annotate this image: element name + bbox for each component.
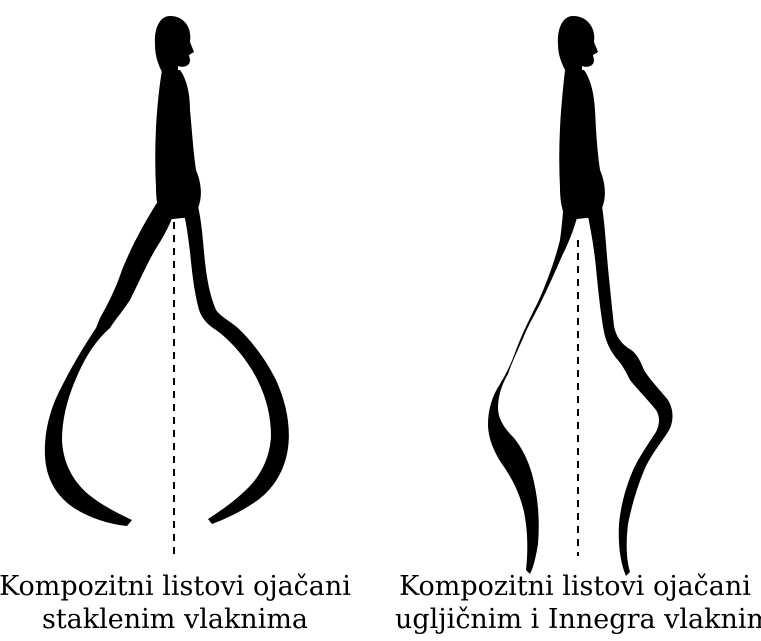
caption-carbon-innegra-line-2: ugljičnim i Innegra vlaknima — [395, 603, 755, 636]
right-silhouette-group — [488, 16, 673, 576]
left-blade-left — [45, 198, 176, 526]
caption-carbon-innegra-fiber: Kompozitni listovi ojačani ugljičnim i I… — [395, 570, 755, 636]
right-athlete-body — [559, 70, 605, 220]
right-athlete-head — [558, 16, 598, 72]
left-blade-right — [182, 206, 289, 524]
caption-glass-fiber-line-1: Kompozitni listovi ojačani — [0, 570, 355, 603]
caption-glass-fiber: Kompozitni listovi ojačani staklenim vla… — [0, 570, 355, 636]
left-silhouette-group — [45, 16, 289, 526]
left-athlete-body — [155, 70, 201, 220]
right-blade-left — [488, 198, 580, 574]
caption-carbon-innegra-line-1: Kompozitni listovi ojačani — [395, 570, 755, 603]
right-blade-right — [586, 206, 673, 576]
caption-glass-fiber-line-2: staklenim vlaknima — [0, 603, 355, 636]
left-athlete-head — [155, 16, 194, 72]
